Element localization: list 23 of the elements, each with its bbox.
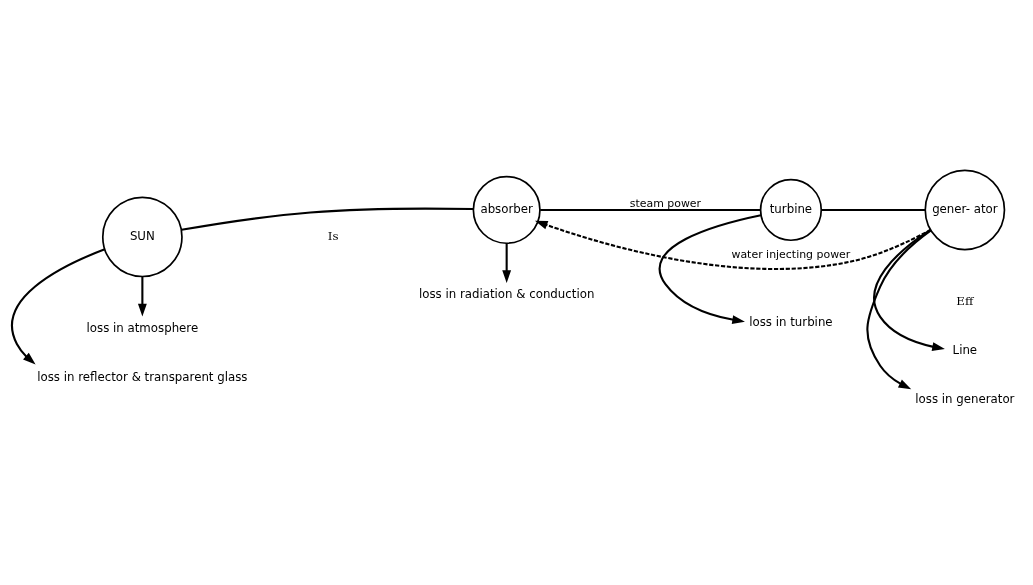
label: Eff — [956, 293, 974, 308]
edge-label: steam power — [629, 196, 702, 210]
node-text: loss in atmosphere — [86, 320, 199, 335]
node-circle: SUN — [101, 196, 183, 278]
node-text: loss in reflector & transparent glass — [37, 369, 248, 384]
arrow — [873, 228, 945, 352]
node-circle: gener- ator — [924, 169, 1006, 251]
arrow — [137, 276, 147, 317]
edge-label: water injecting power — [731, 248, 851, 262]
node-circle: absorber — [472, 175, 541, 245]
connector — [540, 208, 761, 211]
connector — [181, 207, 474, 231]
label: Is — [327, 229, 339, 244]
connector — [821, 208, 926, 211]
arrow — [866, 229, 932, 390]
arrow — [658, 214, 762, 325]
node-text: loss in turbine — [749, 314, 833, 329]
node-text: loss in radiation & conduction — [418, 287, 595, 302]
node-circle: turbine — [759, 178, 823, 242]
arrow — [502, 243, 512, 283]
node-text: Line — [952, 342, 978, 357]
arrow — [11, 248, 106, 365]
node-text: loss in generator — [915, 391, 1015, 406]
